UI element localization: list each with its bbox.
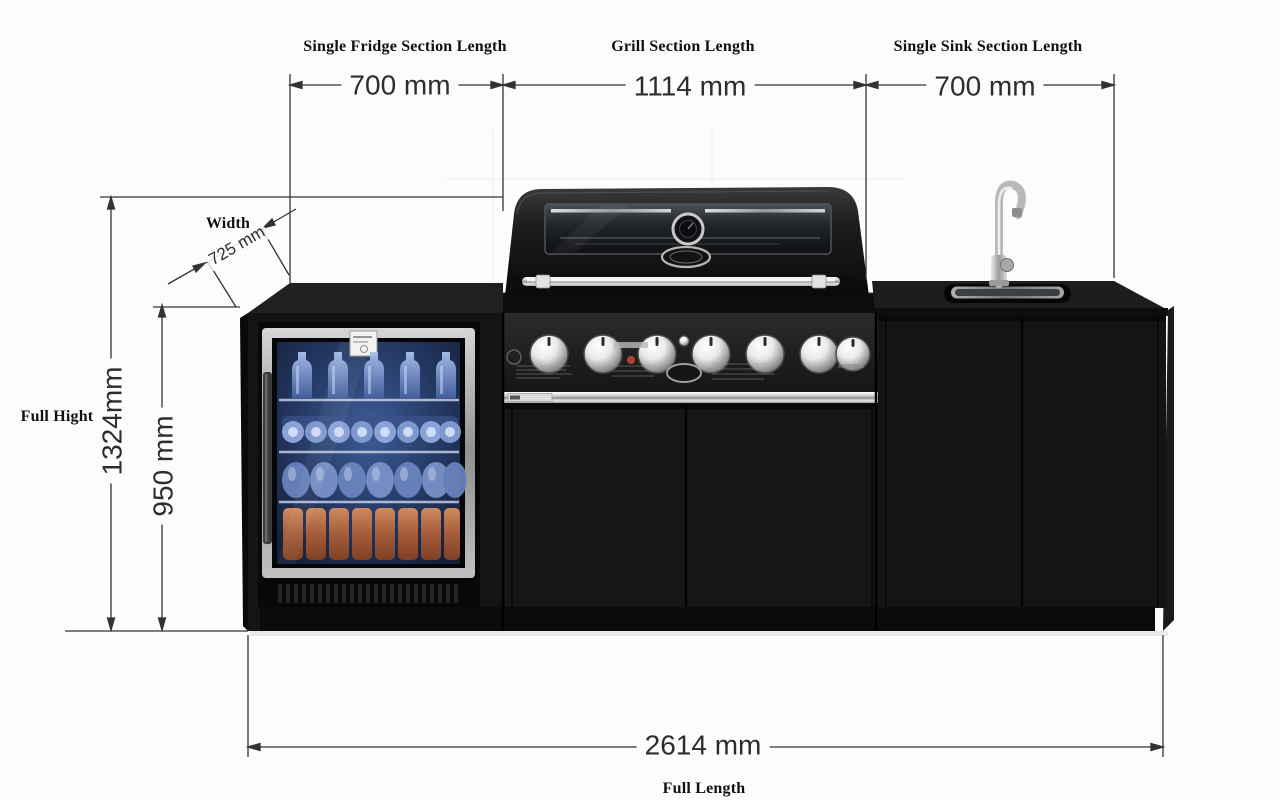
sink-section [872, 180, 1174, 631]
grill-cabinet-doors [503, 403, 880, 631]
beverage-fridge [258, 322, 480, 608]
grill-control-panel [503, 312, 880, 392]
full-height-label: Full Hight [20, 408, 94, 425]
grill-section [503, 187, 880, 631]
grill-section-label: Grill Section Length [611, 38, 755, 55]
indicator-dot [627, 356, 635, 364]
fridge-section-length: 700 mm [341, 70, 459, 100]
hood-handle [508, 274, 852, 290]
brand-badge [666, 363, 702, 383]
igniter-button [678, 335, 690, 347]
hood-thermometer [671, 212, 705, 246]
full-length-label: Full Length [662, 780, 746, 797]
fridge-section-label: Single Fridge Section Length [303, 38, 507, 55]
dimension-lines [65, 74, 1166, 757]
fridge-section [240, 283, 503, 631]
fridge-bottles-third-row [282, 462, 467, 498]
sink-basin [944, 284, 1071, 303]
full-length-value: 2614 mm [636, 730, 770, 760]
gas-symbol [506, 349, 522, 365]
fridge-vent-grille [272, 580, 468, 607]
full-height-value: 1324mm [96, 358, 127, 484]
faucet [989, 180, 1026, 288]
toe-kick [260, 607, 1155, 631]
width-label: Width [205, 215, 251, 232]
grill-hood [505, 187, 869, 296]
faucet-handle [1000, 258, 1014, 272]
sink-section-length: 700 mm [926, 71, 1044, 101]
ground-shadow [250, 631, 1168, 636]
fridge-bottles-top-row [292, 352, 456, 398]
hood-window [544, 203, 832, 255]
energy-label-sticker [349, 330, 378, 357]
silver-trim-strip [503, 392, 880, 403]
tile-backdrop [445, 130, 905, 300]
fridge-cans-bottom-row [283, 508, 460, 560]
counter-height-value: 950 mm [147, 407, 178, 525]
sink-cabinet-doors [878, 316, 1166, 608]
grill-section-length: 1114 mm [625, 71, 755, 101]
hood-badge [660, 245, 712, 269]
sink-section-label: Single Sink Section Length [893, 38, 1083, 55]
spec-text-block [516, 363, 864, 380]
fridge-cans-middle-row [282, 416, 461, 443]
